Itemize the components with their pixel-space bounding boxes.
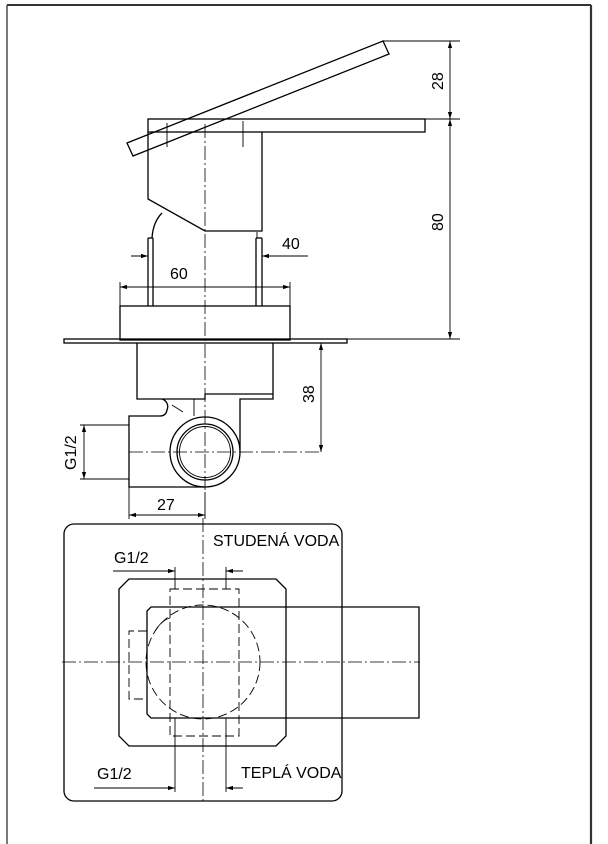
dim-28: 28 bbox=[430, 72, 447, 90]
lever-top-plate bbox=[147, 118, 426, 133]
top-view: STUDENÁ VODA TEPLÁ VODA G1/2 G1/2 bbox=[62, 518, 420, 802]
dim-60: 60 bbox=[170, 266, 188, 283]
side-view: 28 80 40 60 38 G1/2 27 bbox=[63, 40, 460, 519]
lever-top bbox=[146, 606, 420, 719]
hot-water-label: TEPLÁ VODA bbox=[241, 763, 342, 782]
cartridge bbox=[147, 237, 263, 306]
dim-g1-2-cold: G1/2 bbox=[114, 550, 149, 567]
dim-27: 27 bbox=[157, 497, 175, 514]
dim-80: 80 bbox=[430, 213, 447, 231]
handle-neck bbox=[151, 212, 163, 239]
dim-g1-2-side: G1/2 bbox=[63, 435, 80, 470]
body-octagon bbox=[118, 578, 287, 747]
hidden-body bbox=[169, 588, 240, 737]
dim-38: 38 bbox=[301, 385, 318, 403]
drawing-frame bbox=[6, 4, 593, 844]
dim-40: 40 bbox=[282, 236, 300, 253]
wall-plate bbox=[63, 338, 348, 344]
lever-raised bbox=[126, 40, 390, 157]
cold-water-label: STUDENÁ VODA bbox=[213, 531, 340, 550]
valve-body bbox=[128, 343, 274, 488]
dim-g1-2-hot: G1/2 bbox=[97, 766, 132, 783]
